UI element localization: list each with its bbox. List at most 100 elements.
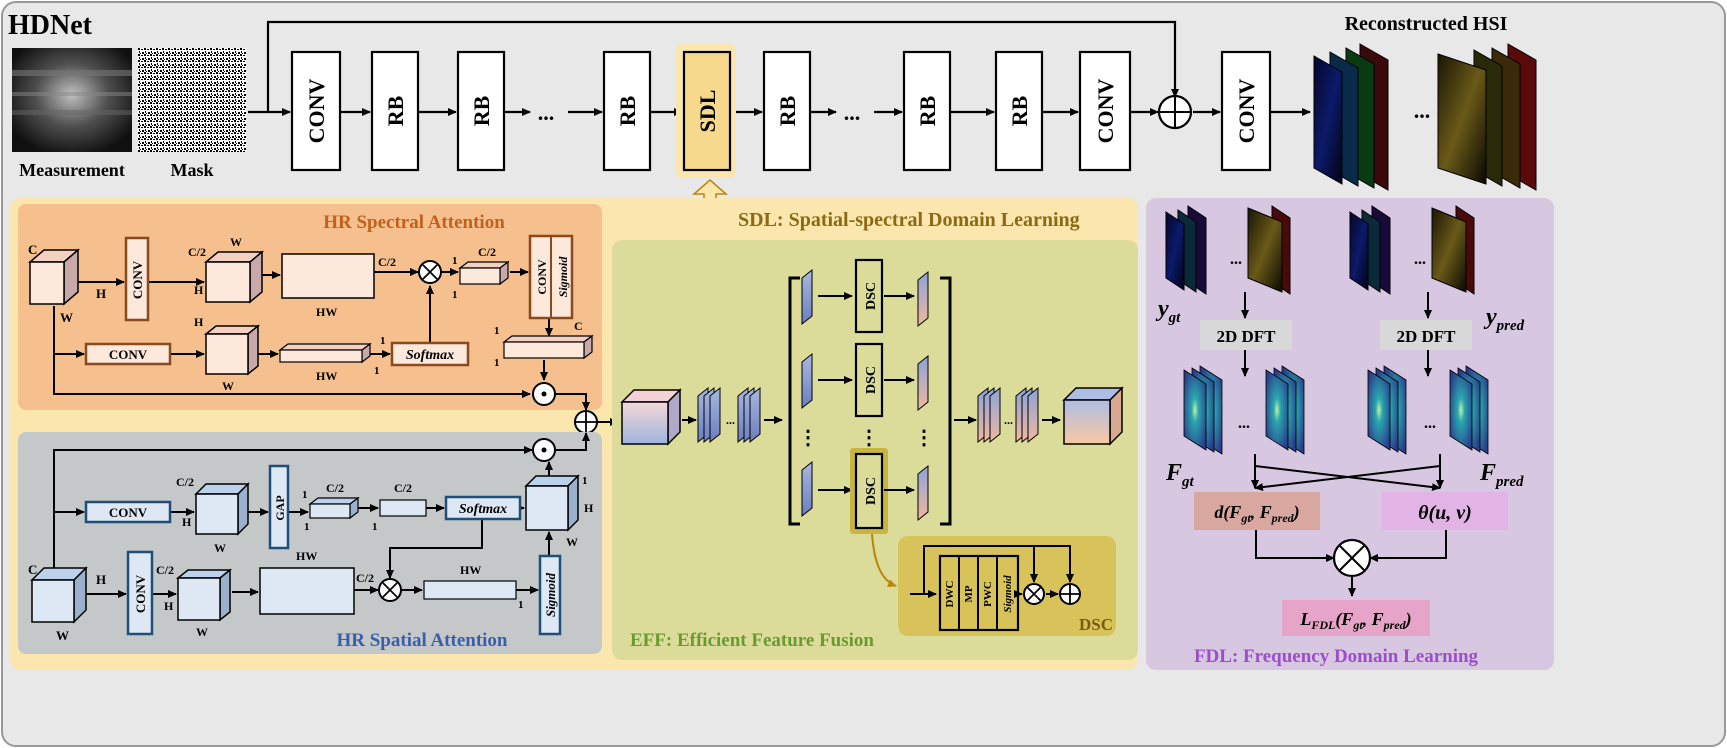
backbone-block-rb-6: RB <box>994 50 1044 172</box>
svg-text:CONV: CONV <box>535 259 549 295</box>
eff-row-2: DSC <box>801 342 929 418</box>
spectral-attention-title: HR Spectral Attention <box>323 212 505 233</box>
svg-text:RB: RB <box>775 95 800 126</box>
svg-text:...: ... <box>1004 413 1013 427</box>
svg-text:RB: RB <box>383 95 408 126</box>
dim-one-d: 1 <box>374 365 380 377</box>
sp-dim-hw-b: HW <box>460 563 481 577</box>
spectral-reshape-hw <box>281 253 375 299</box>
sp-dim-h-c: H <box>96 572 106 587</box>
dim-c2-c: C/2 <box>478 245 496 259</box>
sp-dim-c2-b: C/2 <box>326 481 344 495</box>
svg-text:CONV: CONV <box>133 574 148 613</box>
svg-text:...: ... <box>1424 415 1436 432</box>
mask-label: Mask <box>170 160 213 180</box>
eff-vdots-3: ⋮ <box>914 427 934 449</box>
svg-text:CONV: CONV <box>1093 79 1118 144</box>
svg-text:CONV: CONV <box>130 260 145 299</box>
spatial-sigmoid: Sigmoid <box>538 554 562 636</box>
spectral-attention-region <box>18 204 602 410</box>
svg-text:DSC: DSC <box>864 366 879 394</box>
diagram-title: HDNet <box>8 10 93 41</box>
fdl-fgt-label: Fgt <box>1165 460 1195 490</box>
spatial-arrows <box>53 432 590 598</box>
sp-dim-c2-c: C/2 <box>394 481 412 495</box>
eff-output-cube <box>1062 386 1124 446</box>
fdl-title: FDL: Frequency Domain Learning <box>1194 646 1479 667</box>
eff-title: EFF: Efficient Feature Fusion <box>630 630 874 651</box>
svg-text:2D DFT: 2D DFT <box>1396 327 1456 346</box>
spectral-input-cube <box>27 248 81 306</box>
svg-text:...: ... <box>726 413 735 427</box>
sp-dim-one-b: 1 <box>304 521 310 533</box>
dim-w: W <box>60 310 73 325</box>
sp-dim-c2-e: C/2 <box>356 571 374 585</box>
svg-text:CONV: CONV <box>304 79 329 144</box>
svg-text:MP: MP <box>963 585 975 602</box>
spatial-gap: GAP <box>268 464 290 550</box>
dim-one-c: 1 <box>380 335 386 347</box>
fdl-fpred-label: Fpred <box>1479 460 1524 490</box>
svg-text:CONV: CONV <box>1234 79 1259 144</box>
backbone-block-rb-5: RB <box>902 50 952 172</box>
sp-dim-w-d: W <box>196 625 208 639</box>
dim-h-b: H <box>194 315 204 329</box>
fdl-distance-box: d(Fgt, Fpred) <box>1194 492 1320 530</box>
attention-sum-node <box>574 410 598 434</box>
spatial-cube-c2-b <box>175 568 233 622</box>
spatial-vector-c2-b <box>379 499 427 517</box>
dsc-multiply-node <box>1023 583 1045 605</box>
sp-dim-one-a: 1 <box>302 489 308 501</box>
backbone-block-rb-4: RB <box>762 50 812 172</box>
mask-image <box>138 48 246 152</box>
svg-text:Sigmoid: Sigmoid <box>1002 575 1014 613</box>
svg-text:d(Fgt, Fpred): d(Fgt, Fpred) <box>1214 502 1299 525</box>
fdl-dft-gt: 2D DFT <box>1200 320 1292 350</box>
output-ellipsis: ... <box>1414 98 1431 123</box>
dim-one-e: 1 <box>494 325 500 337</box>
dim-c-b: C <box>574 319 583 333</box>
fdl-freq-pred: ... <box>1367 365 1489 455</box>
eff-vdots-2: ⋮ <box>859 427 879 449</box>
svg-text:DSC: DSC <box>864 282 879 310</box>
sp-dim-h-d: H <box>164 599 174 613</box>
spatial-reshape-hw <box>259 567 355 615</box>
backbone-block-conv-3: CONV <box>1220 50 1272 172</box>
reconstructed-hsi-stack-2 <box>1437 43 1537 191</box>
dim-c2-b: C/2 <box>378 255 396 269</box>
dsc-detail-region <box>898 536 1116 636</box>
sdl-title: SDL: Spatial-spectral Domain Learning <box>738 209 1080 231</box>
sp-dim-w-c: W <box>56 628 69 643</box>
measurement-label: Measurement <box>19 160 125 180</box>
backbone-arrows <box>248 20 1311 116</box>
svg-text:Softmax: Softmax <box>459 502 507 517</box>
eff-row-4: DSC <box>801 448 929 534</box>
spatial-input-cube <box>30 566 88 624</box>
dim-hw-b: HW <box>316 369 337 383</box>
dim-hw-a: HW <box>316 305 337 319</box>
spatial-softmax: Softmax <box>444 495 522 521</box>
spectral-conv-vertical: CONV <box>124 236 150 322</box>
eff-slices-left: ... <box>697 386 761 444</box>
spectral-output-vector <box>502 334 594 360</box>
sp-dim-w-a: W <box>214 541 226 555</box>
spectral-conv-horizontal: CONV <box>84 342 172 366</box>
spectral-dot-node <box>532 382 556 406</box>
fdl-ypred-label: ypred <box>1483 304 1525 334</box>
svg-text:SDL: SDL <box>695 90 720 133</box>
svg-text:RB: RB <box>469 95 494 126</box>
svg-text:...: ... <box>1414 251 1426 268</box>
eff-bracket-left <box>788 276 800 526</box>
dim-c2-a: C/2 <box>188 245 206 259</box>
sp-dim-h-a: H <box>182 515 192 529</box>
svg-text:Softmax: Softmax <box>406 348 454 363</box>
eff-bracket-right <box>940 276 952 526</box>
spatial-cube-output <box>524 474 580 532</box>
svg-text:...: ... <box>1230 251 1242 268</box>
sp-dim-c2-d: C/2 <box>156 563 174 577</box>
sp-dim-c2-a: C/2 <box>176 475 194 489</box>
backbone-block-conv-2: CONV <box>1078 50 1132 172</box>
spectral-conv-sigmoid: CONV Sigmoid <box>528 234 574 320</box>
output-label: Reconstructed HSI <box>1345 13 1508 35</box>
sp-dim-w-b: W <box>566 535 578 549</box>
